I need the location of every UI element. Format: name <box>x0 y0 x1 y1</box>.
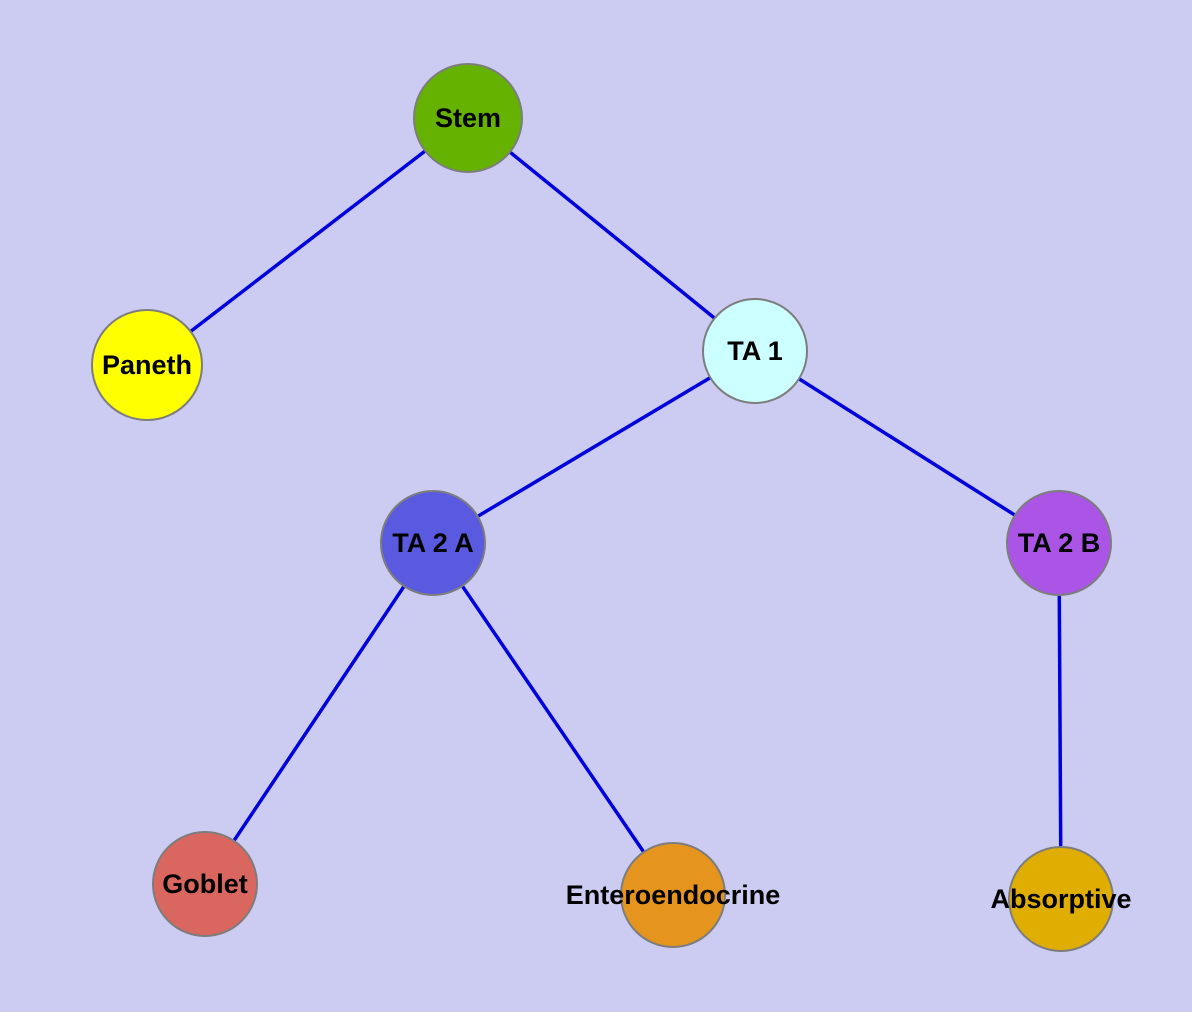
edge-ta1-ta2a <box>432 349 756 545</box>
node-label-ta2b: TA 2 B <box>1018 528 1101 558</box>
node-label-ta2a: TA 2 A <box>392 528 474 558</box>
node-circle-ta2b[interactable] <box>1006 490 1112 596</box>
edge-ta2a-enteroendocrine <box>431 542 675 896</box>
node-label-paneth: Paneth <box>102 350 192 380</box>
node-circle-goblet[interactable] <box>152 831 258 937</box>
node-enteroendocrine[interactable]: Enteroendocrine <box>566 842 781 948</box>
node-label-ta1: TA 1 <box>727 336 783 366</box>
node-circle-paneth[interactable] <box>91 309 203 421</box>
edge-stem-ta1 <box>466 116 757 353</box>
node-goblet[interactable]: Goblet <box>152 831 258 937</box>
edge-ta2b-absorptive <box>1057 542 1063 900</box>
node-stem[interactable]: Stem <box>413 63 523 173</box>
node-circle-enteroendocrine[interactable] <box>620 842 726 948</box>
edge-stem-paneth <box>145 116 470 367</box>
node-label-goblet: Goblet <box>162 869 248 899</box>
node-label-stem: Stem <box>435 103 501 133</box>
node-circle-ta1[interactable] <box>702 298 808 404</box>
node-circle-absorptive[interactable] <box>1008 846 1114 952</box>
node-ta1[interactable]: TA 1 <box>702 298 808 404</box>
node-label-absorptive: Absorptive <box>990 884 1131 914</box>
edge-ta1-ta2b <box>754 349 1060 545</box>
node-ta2b[interactable]: TA 2 B <box>1006 490 1112 596</box>
node-ta2a[interactable]: TA 2 A <box>380 490 486 596</box>
edge-ta2a-goblet <box>203 542 435 885</box>
node-label-enteroendocrine: Enteroendocrine <box>566 880 781 910</box>
node-circle-ta2a[interactable] <box>380 490 486 596</box>
node-paneth[interactable]: Paneth <box>91 309 203 421</box>
node-absorptive[interactable]: Absorptive <box>990 846 1132 952</box>
node-circle-stem[interactable] <box>413 63 523 173</box>
